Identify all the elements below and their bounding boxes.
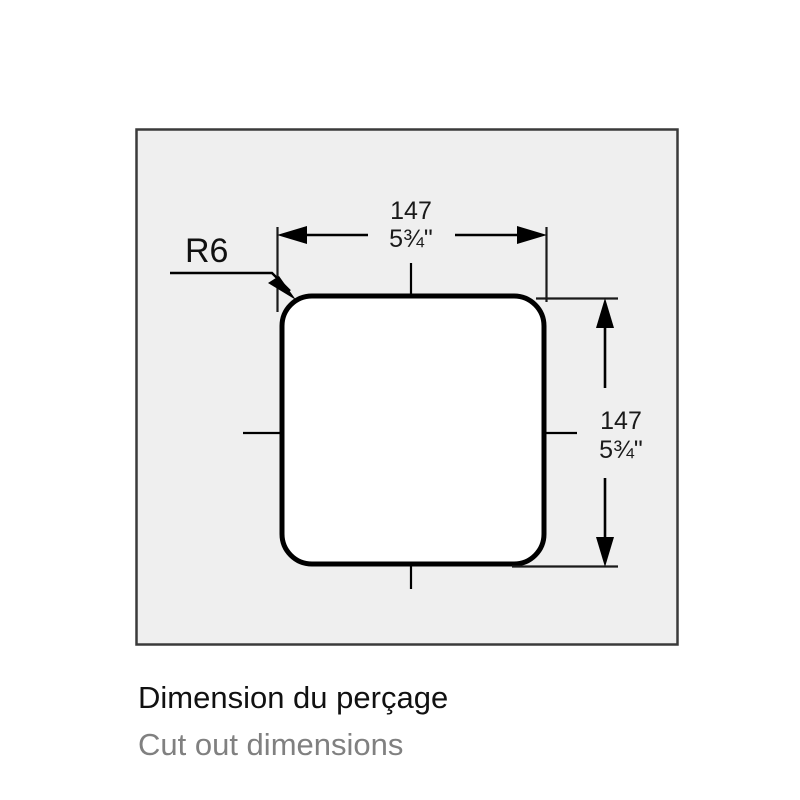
radius-leader-arrowhead — [268, 276, 296, 300]
width-dimension-imperial: 5¾" — [389, 225, 433, 253]
width-dimension-metric: 147 — [390, 197, 432, 225]
caption-primary-french: Dimension du perçage — [138, 680, 448, 715]
width-arrow-left — [277, 226, 307, 244]
height-arrow-bottom — [596, 537, 614, 567]
height-dimension-imperial: 5¾" — [599, 436, 643, 464]
radius-callout-label: R6 — [185, 232, 228, 270]
height-arrow-top — [596, 298, 614, 328]
caption-secondary-english: Cut out dimensions — [138, 727, 403, 762]
width-arrow-right — [517, 226, 547, 244]
cutout-rounded-rectangle — [279, 293, 547, 567]
height-dimension-metric: 147 — [600, 407, 642, 435]
